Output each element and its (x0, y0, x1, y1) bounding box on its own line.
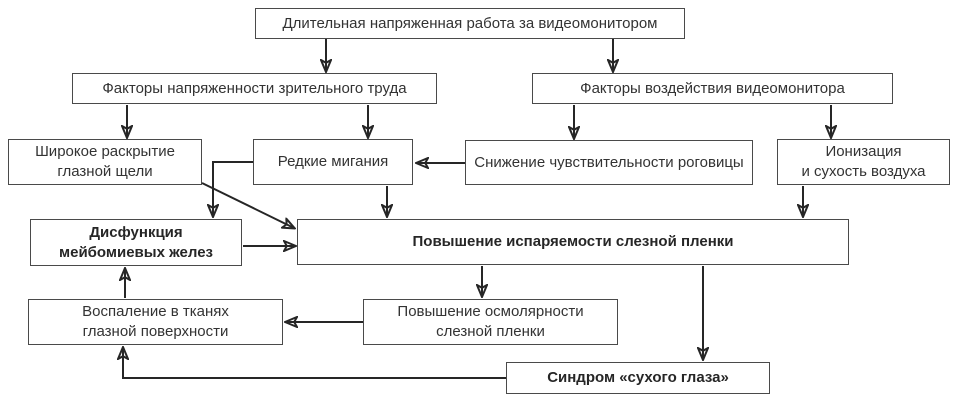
node-meibomian-gland-dysfunction: Дисфункция мейбомиевых желез (30, 219, 242, 266)
node-prolonged-work: Длительная напряженная работа за видеомо… (255, 8, 685, 39)
node-air-ionization-dryness: Ионизация и сухость воздуха (777, 139, 950, 185)
node-ocular-surface-inflammation: Воспаление в тканях глазной поверхности (28, 299, 283, 345)
node-visual-strain-factors: Факторы напряженности зрительного труда (72, 73, 437, 104)
edge-dry-eye-syndrome-to-inflammation (123, 348, 506, 379)
node-rare-blinking: Редкие мигания (253, 139, 413, 185)
node-wide-palpebral-opening: Широкое раскрытие глазной щели (8, 139, 202, 185)
node-reduced-corneal-sensitivity: Снижение чувствительности роговицы (465, 140, 753, 185)
node-monitor-impact-factors: Факторы воздействия видеомонитора (532, 73, 893, 104)
edge-rare-blinking-to-meibomian-dysfunction (213, 161, 253, 216)
node-increased-tear-film-evaporation: Повышение испаряемости слезной пленки (297, 219, 849, 265)
node-increased-tear-film-osmolarity: Повышение осмолярности слезной пленки (363, 299, 618, 345)
node-dry-eye-syndrome: Синдром «сухого глаза» (506, 362, 770, 394)
